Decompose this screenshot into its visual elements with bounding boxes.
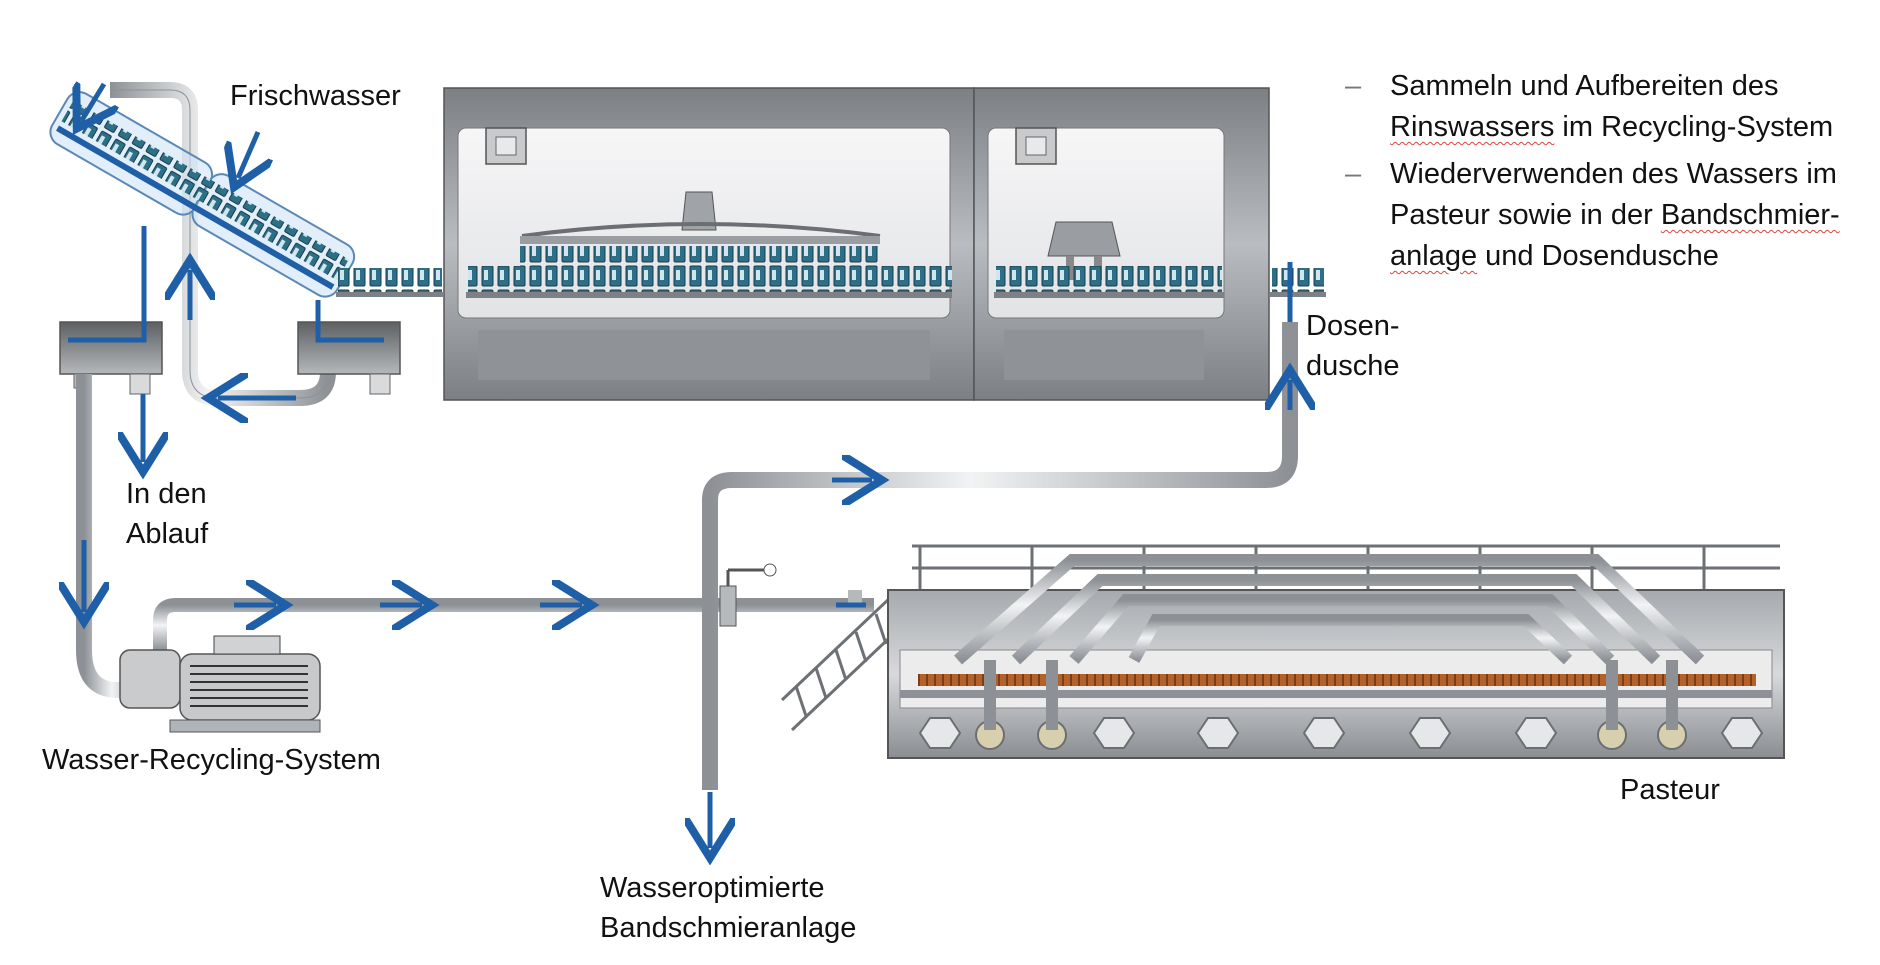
left-tank <box>59 321 163 375</box>
bullet-1-line-2: Rinswassers im Recycling-System <box>1390 107 1865 148</box>
bullet-dash: – <box>1345 158 1362 190</box>
label-wasseroptimierte: Wasseroptimierte <box>600 872 825 904</box>
bullet-2-line-2: Pasteur sowie in der Bandschmier- <box>1390 195 1865 236</box>
label-pasteur: Pasteur <box>1620 774 1720 806</box>
recycling-pump <box>119 635 321 733</box>
flow-arrows <box>68 84 1290 848</box>
label-in-den: In den <box>126 478 207 510</box>
filling-machine <box>336 87 1326 401</box>
bullet-2-line-3: anlage und Dosendusche <box>1390 236 1865 277</box>
flow-arrow-fresh-2 <box>238 131 258 178</box>
label-wasser-recycling-system: Wasser-Recycling-System <box>42 744 381 776</box>
label-bandschmieranlage: Bandschmieranlage <box>600 912 857 944</box>
right-tank <box>297 321 401 375</box>
bullet-item-2: – Wiederverwenden des Wassers im Pasteur… <box>1345 154 1865 277</box>
bullet-2-line-1: Wiederverwenden des Wassers im <box>1390 158 1837 190</box>
label-frischwasser: Frischwasser <box>230 80 401 112</box>
bullet-dash: – <box>1345 70 1362 102</box>
bullet-item-1: – Sammeln und Aufbereiten des Rinswasser… <box>1345 66 1865 148</box>
bullet-2-word-anlage: anlage <box>1390 240 1478 272</box>
label-dosen: Dosen- <box>1306 310 1400 342</box>
bullet-2-word-bandschmier: Bandschmier- <box>1660 199 1840 231</box>
bullet-2-line-3-rest: und Dosendusche <box>1477 240 1719 272</box>
bullet-1-line-2-rest: im Recycling-System <box>1554 111 1834 143</box>
rinser-unit <box>49 82 401 406</box>
bullet-list: – Sammeln und Aufbereiten des Rinswasser… <box>1345 66 1865 283</box>
label-dusche: dusche <box>1306 350 1400 382</box>
flow-arrow-fresh-1 <box>82 84 104 120</box>
label-ablauf: Ablauf <box>126 518 209 550</box>
bullet-1-line-1: Sammeln und Aufbereiten des <box>1390 70 1779 102</box>
bullet-1-word-rinswassers: Rinswassers <box>1390 111 1555 143</box>
pasteurizer <box>780 544 1785 759</box>
valve <box>719 585 737 627</box>
bullet-2-line-2-start: Pasteur sowie in der <box>1390 199 1661 231</box>
recycling-pipes <box>76 322 1298 790</box>
